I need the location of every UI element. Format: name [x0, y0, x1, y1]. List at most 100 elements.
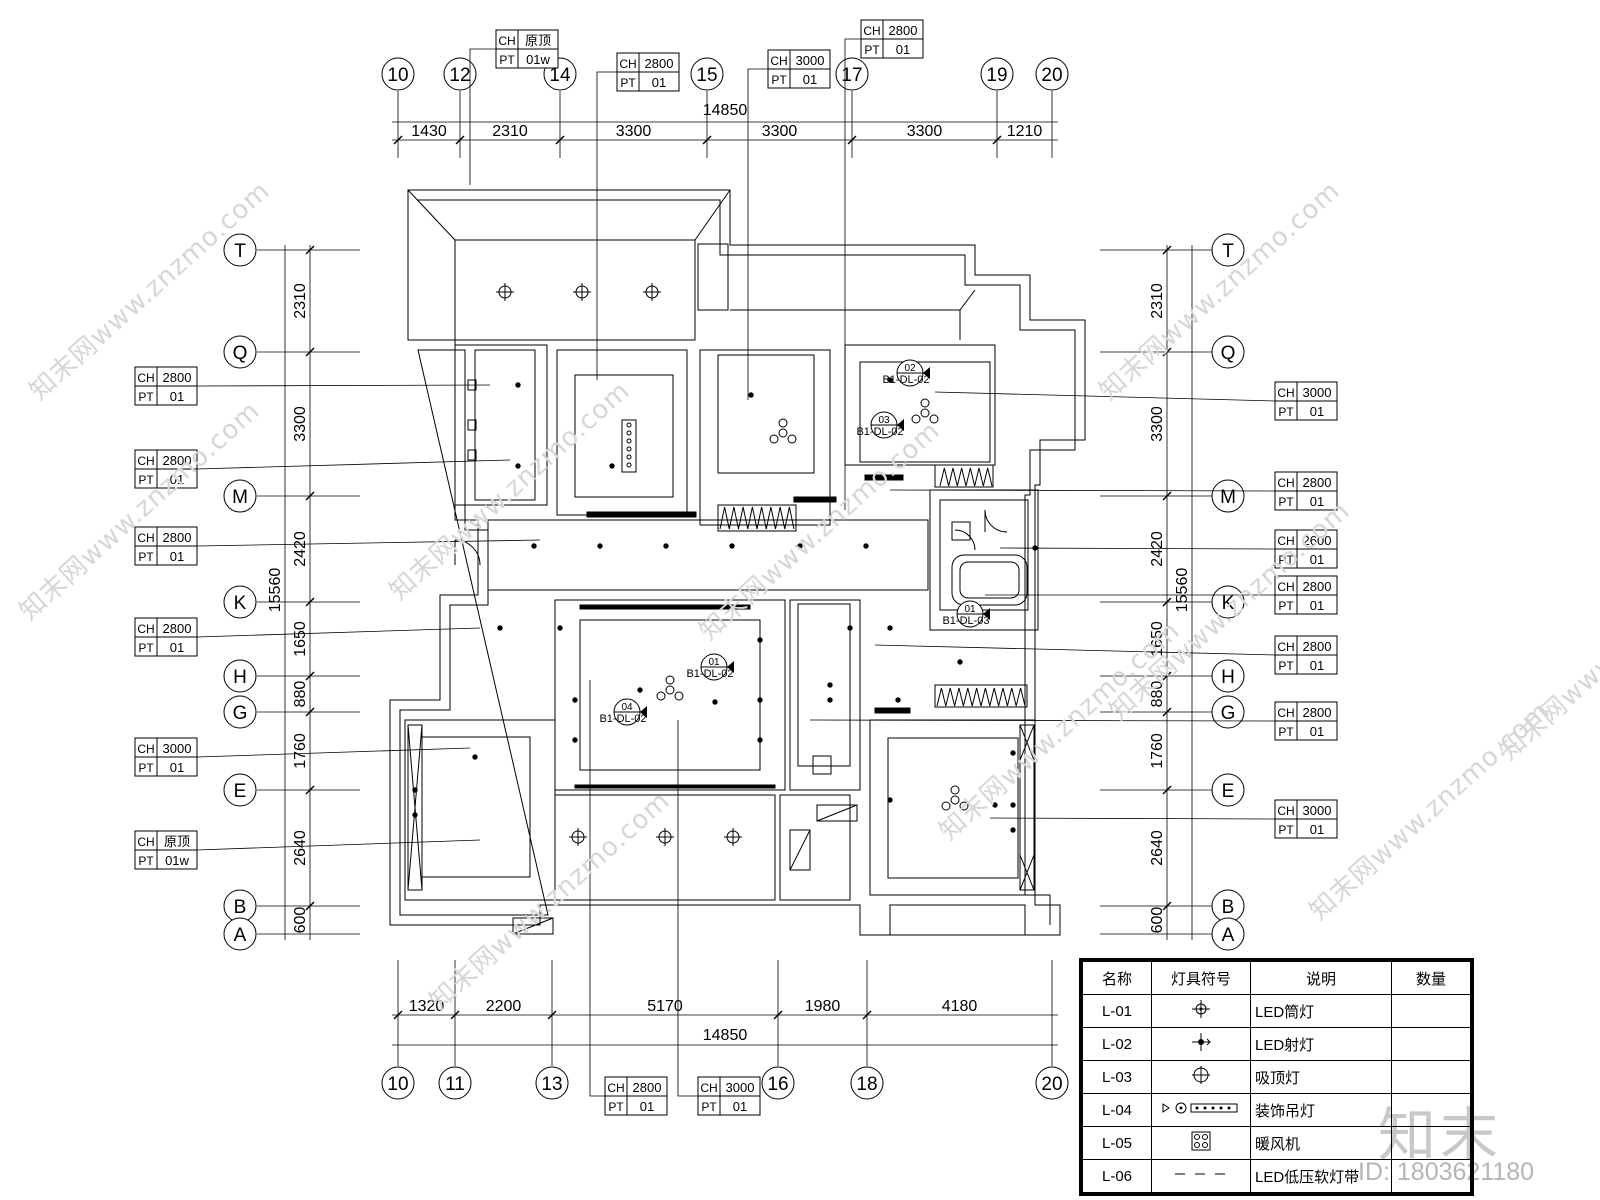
axis-bubble-right-label: T [1222, 241, 1234, 262]
downlight [412, 787, 418, 793]
dim-tick [862, 1010, 872, 1020]
chandelier-lamp [778, 428, 788, 438]
axis-bubble-right [1211, 917, 1245, 951]
axis-bubble-top [980, 57, 1014, 91]
tag-ch-label: CH [770, 54, 787, 68]
downlight [515, 382, 521, 388]
tag-pt-label: PT [1278, 405, 1294, 419]
dim-tick [702, 135, 712, 145]
dim-tick [305, 785, 315, 795]
tag-pt-label: PT [138, 761, 154, 775]
ceiling-light [496, 283, 514, 301]
callout-ref: B1-DL-02 [882, 374, 929, 386]
axis-bubble-bottom-label: 16 [767, 1074, 788, 1095]
tag-pt-value: 01 [170, 389, 184, 404]
tag-leader [844, 38, 861, 510]
legend-row: L-02 LED射灯 [1082, 1027, 1471, 1061]
wardrobe-hatch [936, 687, 1026, 707]
dim-left-segment: 1650 [292, 621, 309, 657]
axis-bubble-top-label: 17 [841, 65, 862, 86]
tag-pt-label: PT [138, 390, 154, 404]
chandelier-lamp [665, 675, 675, 685]
downlight [797, 543, 803, 549]
chandelier-lamp [778, 418, 788, 428]
dim-left-segment: 2640 [292, 830, 309, 866]
tag-pt-value: 01 [803, 72, 817, 87]
tag-pt-label: PT [138, 550, 154, 564]
dim-tick [305, 347, 315, 357]
axis-bubble-bottom-label: 11 [445, 1074, 465, 1095]
downlight [531, 543, 537, 549]
axis-bubble-right-label: Q [1221, 343, 1236, 364]
tag-ch-value: 3000 [163, 741, 192, 756]
tag-ch-value: 原顶 [525, 33, 551, 48]
axis-bubble-left-label: B [234, 897, 247, 918]
dim-tick [450, 1010, 460, 1020]
dim-tick [305, 245, 315, 255]
dim-tick [455, 135, 465, 145]
led-downlight-icon [1151, 994, 1251, 1028]
callout-number: 04 [621, 702, 633, 713]
downlight [895, 697, 901, 703]
callout-number: 01 [964, 604, 976, 615]
downlight [1010, 802, 1016, 808]
downlight [887, 377, 893, 383]
downlight [557, 625, 563, 631]
tag-leader [596, 71, 617, 380]
downlight [1010, 750, 1016, 756]
dim-tick [1162, 491, 1172, 501]
chandelier [941, 785, 969, 811]
ceiling-light-cross [496, 283, 514, 301]
tag-ch-label: CH [619, 57, 636, 71]
axis-bubble-bottom-label: 20 [1041, 1074, 1062, 1095]
dim-top-segment: 3300 [907, 123, 943, 140]
axis-bubble-left-label: E [234, 781, 247, 802]
dim-tick [992, 135, 1002, 145]
chandelier-lamp [920, 398, 930, 408]
dim-left-segment: 600 [292, 907, 309, 934]
legend-code: L-02 [1082, 1027, 1152, 1061]
axis-bubble-right-label: G [1221, 703, 1236, 724]
axis-bubble-right [1211, 233, 1245, 267]
downlight [1032, 545, 1038, 551]
chandelier-lamp [959, 801, 969, 811]
downlight [957, 659, 963, 665]
axis-bubble-bottom-label: 18 [856, 1074, 877, 1095]
downlight [757, 637, 763, 643]
tag-pt-label: PT [1278, 725, 1294, 739]
downlight [863, 543, 869, 549]
tag-ch-value: 2800 [163, 621, 192, 636]
axis-bubble-left [223, 773, 257, 807]
dim-top-segment: 3300 [762, 123, 798, 140]
axis-bubble-left-label: Q [233, 343, 248, 364]
study-shelf [467, 379, 477, 391]
tag-pt-label: PT [608, 1100, 624, 1114]
legend-qty [1391, 1027, 1471, 1061]
dim-right-segment: 2310 [1149, 283, 1166, 319]
bath-heater-icon [1151, 1126, 1251, 1160]
tag-ch-value: 2800 [1303, 705, 1332, 720]
axis-bubble-right [1211, 479, 1245, 513]
dim-tick [305, 491, 315, 501]
axis-bubble-bottom [438, 1066, 472, 1100]
callout-arrow [897, 419, 904, 431]
pendant-lamp [626, 446, 632, 452]
tag-pt-label: PT [499, 53, 515, 67]
dim-bottom-segment: 1980 [805, 998, 841, 1015]
chandelier-lamp [950, 795, 960, 805]
tag-ch-value: 2800 [163, 453, 192, 468]
legend-row: L-01 LED筒灯 [1082, 994, 1471, 1028]
tag-pt-label: PT [1278, 659, 1294, 673]
room-bedroom-2 [844, 344, 996, 466]
tag-pt-value: 01 [896, 42, 910, 57]
dim-tick [305, 597, 315, 607]
legend-header-row: 名称 灯具符号 说明 数量 [1082, 961, 1471, 995]
legend-qty [1391, 994, 1471, 1028]
axis-bubble-left-label: G [233, 703, 248, 724]
tag-ch-value: 2800 [1303, 579, 1332, 594]
